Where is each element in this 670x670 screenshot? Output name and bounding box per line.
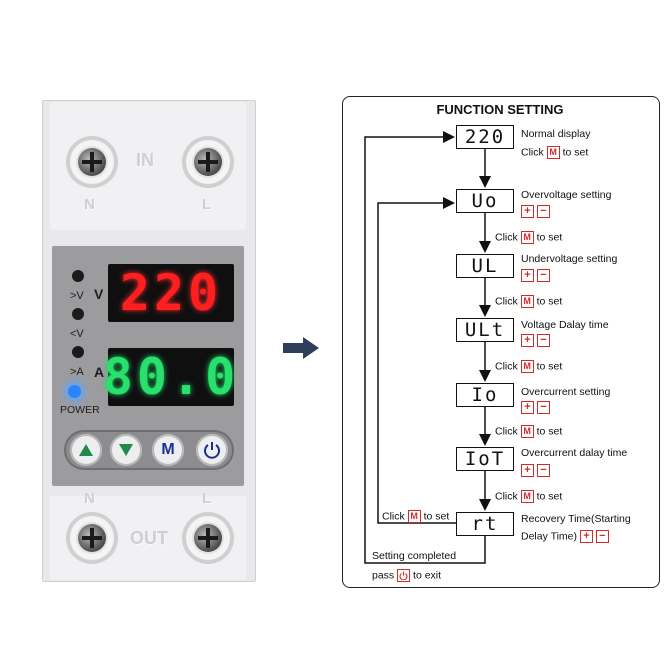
plus-minus-keys: + − [521, 269, 550, 282]
screw-icon [66, 136, 118, 188]
arrow-right-icon [283, 337, 319, 359]
led-label: >A [70, 366, 84, 378]
step-label: Undervoltage setting [521, 253, 618, 265]
click-m-hint: Click M to set [382, 510, 450, 523]
setting-completed-text: Setting completed [372, 550, 457, 562]
screw-icon [66, 512, 118, 564]
plus-key-icon: + [521, 464, 534, 477]
click-m-hint: Click M to set [495, 490, 563, 503]
lcd-undervoltage: UL [456, 254, 514, 278]
power-icon [204, 442, 220, 459]
lcd-recovery-time: rt [456, 512, 514, 536]
plus-minus-keys: + − [521, 401, 550, 414]
n-label: N [84, 196, 95, 213]
lcd-overvoltage: Uo [456, 189, 514, 213]
lcd-voltage-delay: ULt [456, 318, 514, 342]
minus-key-icon: − [536, 269, 550, 282]
current-display: 80.0 [102, 348, 240, 406]
click-m-hint: Click M to set [495, 360, 563, 373]
m-key-icon: M [520, 360, 534, 373]
plus-key-icon: + [521, 205, 534, 218]
power-label: POWER [60, 404, 100, 416]
plus-minus-keys: + − [521, 464, 550, 477]
minus-key-icon: − [536, 401, 550, 414]
menu-m-button[interactable]: M [152, 434, 184, 466]
undervoltage-led [72, 308, 84, 320]
n-label: N [84, 490, 95, 507]
click-m-hint: Click M to set [495, 425, 563, 438]
function-setting-panel [342, 96, 660, 588]
step-label: Overcurrent setting [521, 386, 611, 398]
recovery-line2: Delay Time) + − [521, 530, 609, 543]
plus-key-icon: + [521, 334, 534, 347]
plus-minus-keys: + − [521, 205, 550, 218]
screw-icon [182, 136, 234, 188]
click-m-hint: Click M to set [495, 295, 563, 308]
led-label: >V [70, 290, 84, 302]
lcd-overcurrent-delay: IoT [456, 447, 514, 471]
m-key-icon: M [407, 510, 421, 523]
step-label: Overvoltage setting [521, 189, 612, 201]
led-label: <V [70, 328, 84, 340]
plus-key-icon: + [579, 530, 593, 543]
m-key-icon: M [520, 231, 534, 244]
m-key-icon: M [520, 425, 534, 438]
voltage-display: 220 [108, 264, 234, 322]
lcd-overcurrent: Io [456, 383, 514, 407]
plus-key-icon: + [521, 269, 534, 282]
step-label: Voltage Dalay time [521, 319, 609, 331]
l-label: L [202, 196, 212, 213]
m-key-icon: M [520, 490, 534, 503]
plus-key-icon: + [521, 401, 534, 414]
volt-unit: V [94, 286, 104, 302]
out-label: OUT [130, 528, 168, 548]
step-label: Normal display [521, 128, 591, 140]
minus-key-icon: − [536, 464, 550, 477]
overvoltage-led [72, 270, 84, 282]
down-button[interactable] [110, 434, 142, 466]
l-label: L [202, 490, 212, 507]
minus-key-icon: − [536, 205, 550, 218]
m-key-icon: M [546, 146, 560, 159]
step-label: Overcurrent dalay time [521, 447, 628, 459]
power-button[interactable] [196, 434, 228, 466]
overcurrent-led [72, 346, 84, 358]
power-key-icon [397, 569, 411, 582]
triangle-up-icon [79, 444, 93, 456]
minus-key-icon: − [595, 530, 609, 543]
click-m-hint: Click M to set [521, 146, 589, 159]
triangle-down-icon [119, 444, 133, 456]
step-label: Recovery Time(Starting [521, 513, 631, 525]
in-label: IN [136, 150, 154, 170]
power-led [68, 385, 81, 398]
panel-title: FUNCTION SETTING [436, 102, 564, 117]
m-key-icon: M [520, 295, 534, 308]
up-button[interactable] [70, 434, 102, 466]
exit-hint: pass to exit [372, 569, 442, 582]
minus-key-icon: − [536, 334, 550, 347]
lcd-normal-display: 220 [456, 125, 514, 149]
screw-icon [182, 512, 234, 564]
plus-minus-keys: + − [521, 334, 550, 347]
click-m-hint: Click M to set [495, 231, 563, 244]
amp-unit: A [94, 364, 105, 380]
